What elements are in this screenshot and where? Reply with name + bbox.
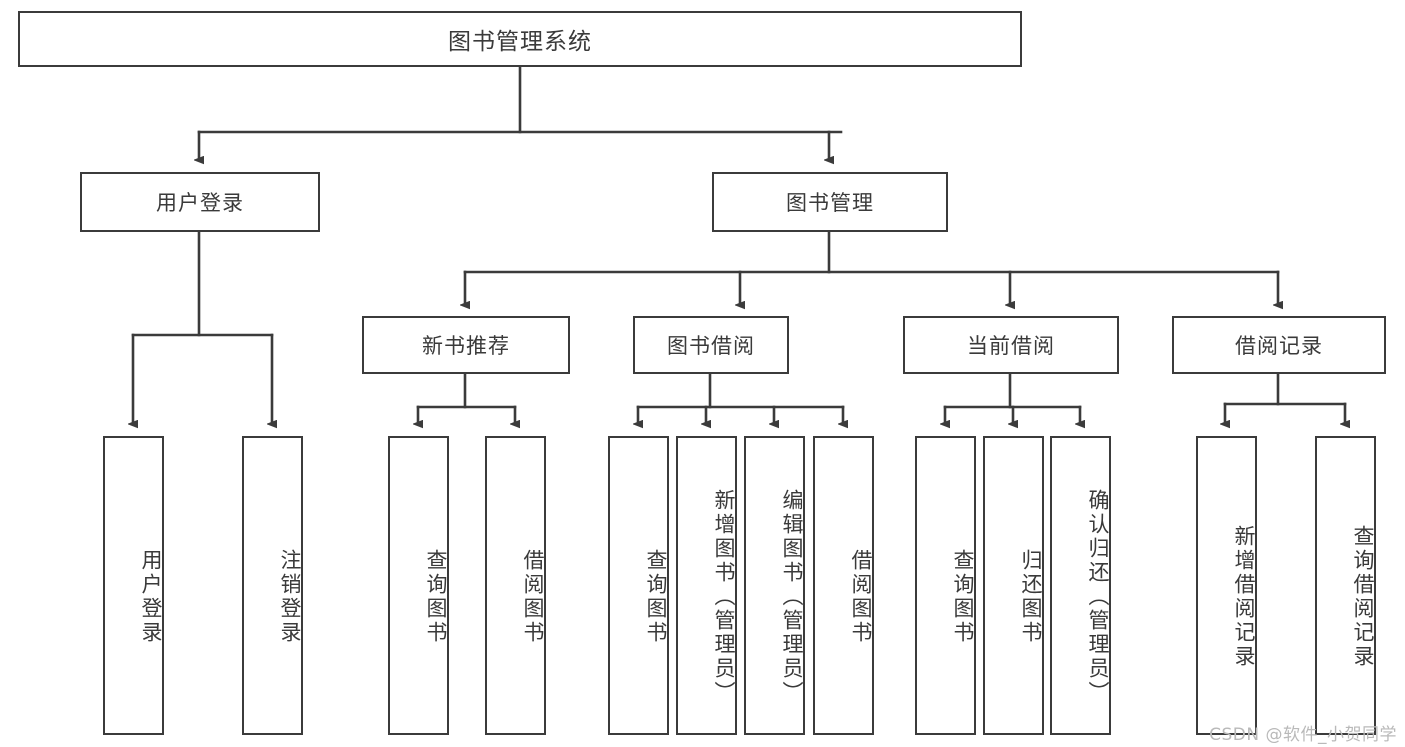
- node-label: 查询图书: [644, 548, 668, 645]
- node-label: 用户登录: [156, 191, 244, 215]
- leaf-add-borrow-record[interactable]: 新增借阅记录: [1196, 436, 1257, 735]
- node-book-borrow[interactable]: 图书借阅: [633, 316, 789, 374]
- node-book-management[interactable]: 图书管理: [712, 172, 948, 232]
- node-label: 图书借阅: [667, 334, 755, 358]
- node-label: 用户登录: [139, 548, 163, 645]
- node-new-book-recommend[interactable]: 新书推荐: [362, 316, 570, 374]
- node-label: 确认归还（管理员）: [1086, 488, 1110, 705]
- node-label: 新书推荐: [422, 334, 510, 358]
- node-label: 注销登录: [278, 548, 302, 645]
- leaf-user-login[interactable]: 用户登录: [103, 436, 164, 735]
- node-label: 新增图书（管理员）: [712, 488, 736, 705]
- node-current-borrow[interactable]: 当前借阅: [903, 316, 1119, 374]
- node-label: 编辑图书（管理员）: [780, 488, 804, 705]
- node-label: 查询借阅记录: [1351, 524, 1375, 669]
- node-borrow-record[interactable]: 借阅记录: [1172, 316, 1386, 374]
- leaf-return-book[interactable]: 归还图书: [983, 436, 1044, 735]
- node-label: 借阅图书: [521, 548, 545, 645]
- node-root-book-management-system[interactable]: 图书管理系统: [18, 11, 1022, 67]
- node-user-login[interactable]: 用户登录: [80, 172, 320, 232]
- node-label: 查询图书: [951, 548, 975, 645]
- csdn-watermark: CSDN @软件_小贺同学: [1209, 725, 1397, 745]
- node-label: 图书管理: [786, 191, 874, 215]
- node-label: 查询图书: [424, 548, 448, 645]
- leaf-logout-login[interactable]: 注销登录: [242, 436, 303, 735]
- leaf-query-borrow-record[interactable]: 查询借阅记录: [1315, 436, 1376, 735]
- node-label: 当前借阅: [967, 334, 1055, 358]
- leaf-query-book-recommend[interactable]: 查询图书: [388, 436, 449, 735]
- node-label: 归还图书: [1019, 548, 1043, 645]
- leaf-query-book-borrow[interactable]: 查询图书: [608, 436, 669, 735]
- node-label: 借阅记录: [1235, 334, 1323, 358]
- leaf-borrow-book-recommend[interactable]: 借阅图书: [485, 436, 546, 735]
- node-label: 图书管理系统: [448, 29, 592, 55]
- leaf-confirm-return-admin[interactable]: 确认归还（管理员）: [1050, 436, 1111, 735]
- leaf-edit-book-admin[interactable]: 编辑图书（管理员）: [744, 436, 805, 735]
- leaf-query-book-current[interactable]: 查询图书: [915, 436, 976, 735]
- leaf-borrow-book[interactable]: 借阅图书: [813, 436, 874, 735]
- node-label: 借阅图书: [849, 548, 873, 645]
- node-label: 新增借阅记录: [1232, 524, 1256, 669]
- leaf-add-book-admin[interactable]: 新增图书（管理员）: [676, 436, 737, 735]
